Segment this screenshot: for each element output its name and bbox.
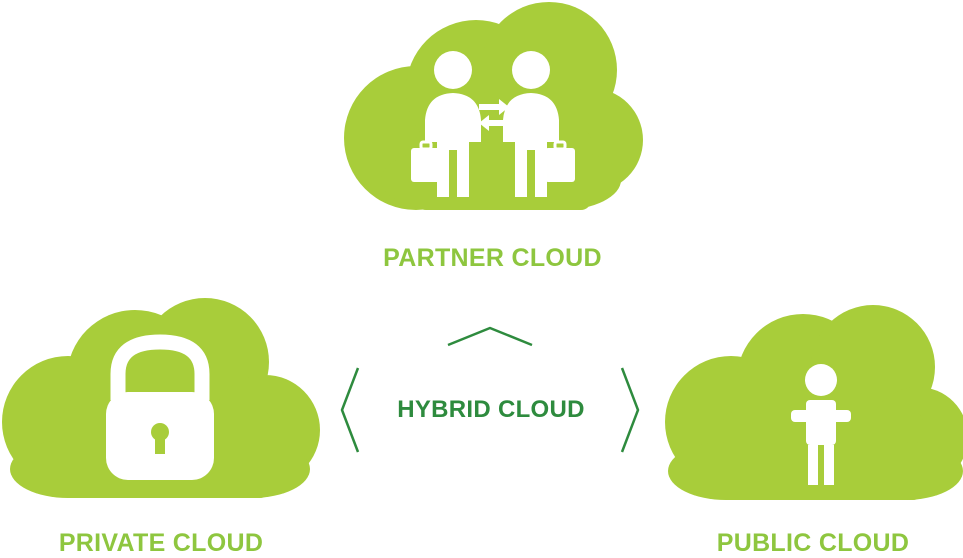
partner-cloud: [341, 0, 644, 220]
private-cloud-label: PRIVATE CLOUD: [58, 529, 264, 557]
padlock-icon: [106, 334, 214, 480]
private-cloud-shape: [2, 298, 320, 498]
partner-cloud-shape: [344, 2, 643, 210]
hybrid-cloud-frame: [340, 326, 640, 453]
hybrid-cloud-label: HYBRID CLOUD: [397, 396, 585, 423]
public-cloud-label: PUBLIC CLOUD: [716, 529, 910, 557]
public-cloud: [663, 292, 963, 510]
private-cloud: [0, 290, 322, 508]
person-with-laptop-icon: [791, 364, 851, 485]
partner-cloud-label: PARTNER CLOUD: [383, 244, 602, 272]
public-cloud-shape: [665, 305, 963, 500]
two-people-exchange-icon: [411, 51, 575, 197]
